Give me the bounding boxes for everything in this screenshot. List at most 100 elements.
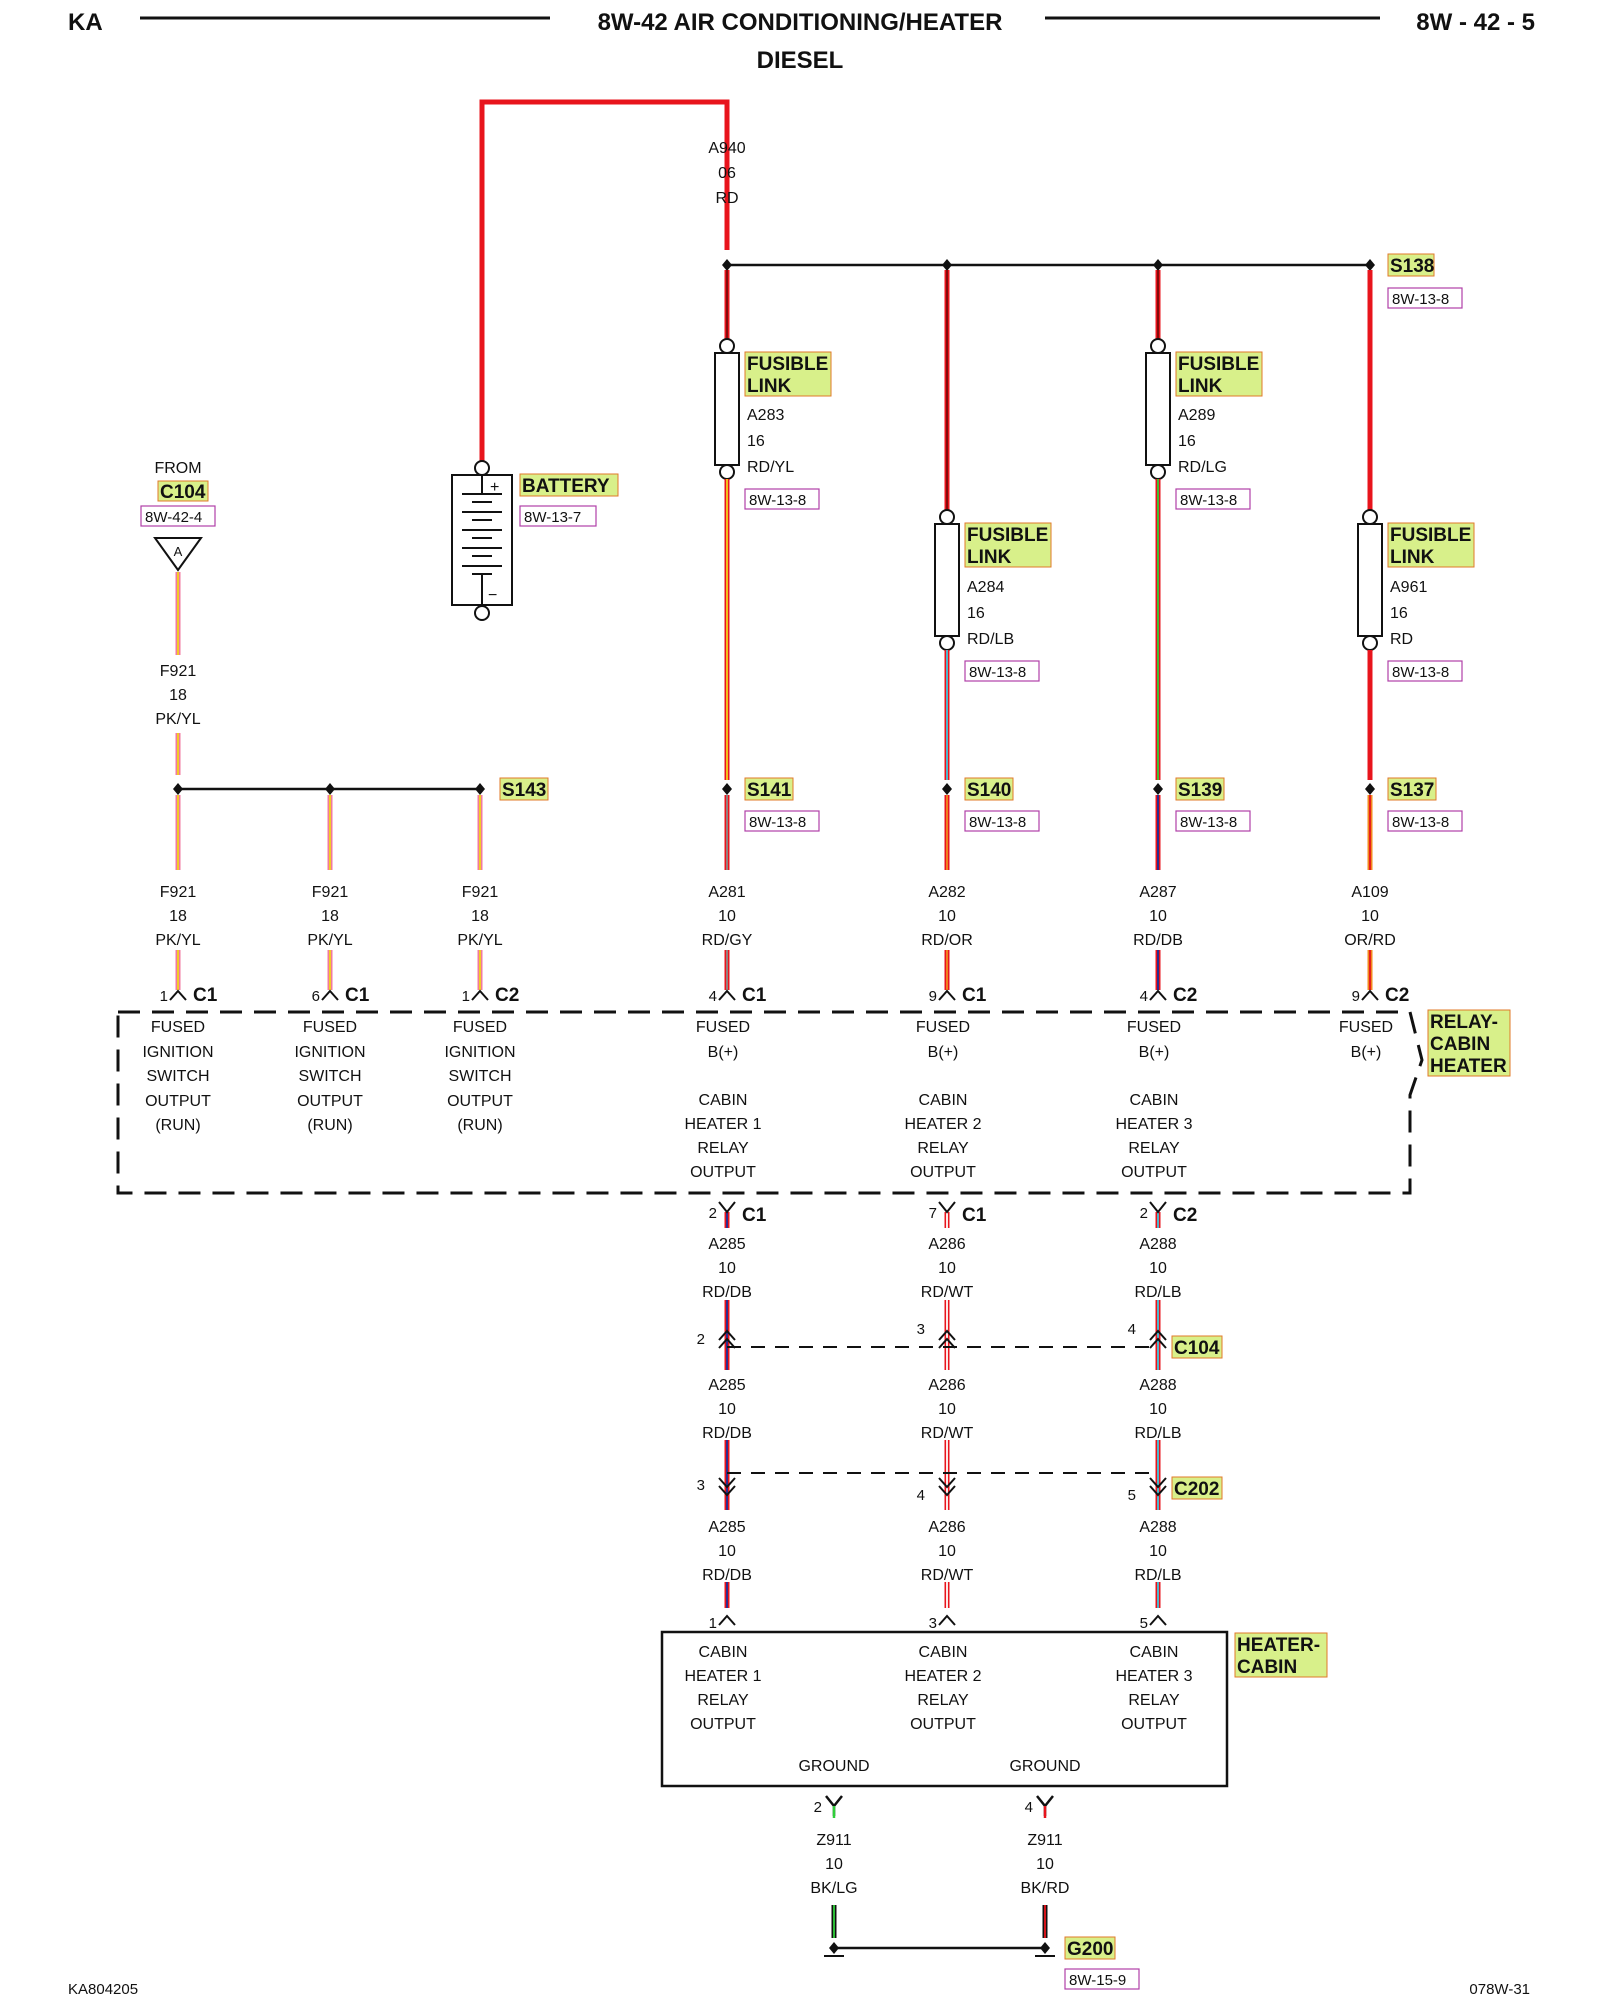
c104-pin-2: 4 <box>1128 1321 1136 1338</box>
relay-input-6-id: A109 <box>1351 884 1388 901</box>
from-label: FROM <box>154 460 201 477</box>
relay-input-5-gauge: 10 <box>1149 908 1167 925</box>
fusible-link-a284-ref: 8W-13-8 <box>969 664 1026 681</box>
relay-input-1-conn: C1 <box>345 985 370 1006</box>
battery-top-terminal <box>474 460 490 476</box>
heater-name-2: CABIN <box>1237 1657 1297 1678</box>
fusible-link-a284-label2: LINK <box>967 547 1012 568</box>
s143-dots <box>173 783 485 795</box>
input-5-f1: FUSED <box>1127 1019 1181 1036</box>
relay-out-2-pin: 2 <box>1140 1205 1148 1222</box>
relay-input-4-gauge: 10 <box>938 908 956 925</box>
fusible-link-a289-gauge: 16 <box>1178 433 1196 450</box>
heater-out-2-l4: OUTPUT <box>1121 1716 1187 1733</box>
splice-g200-ref: 8W-15-9 <box>1069 1972 1126 1989</box>
output-labels-1: A285 10 RD/DB A286 10 RD/WT A288 10 RD/L… <box>702 1236 1181 1301</box>
page-subtitle: DIESEL <box>757 47 844 74</box>
out-1-id-1: A286 <box>928 1236 965 1253</box>
heater-name-highlight <box>1234 1632 1328 1678</box>
input-0-f4: OUTPUT <box>145 1093 211 1110</box>
input-4-f1: FUSED <box>916 1019 970 1036</box>
connector-a-label: A <box>174 544 183 559</box>
relay-name-highlight <box>1427 1009 1511 1077</box>
fusible-link-a283-id: A283 <box>747 407 784 424</box>
heater-cabin-box <box>660 1630 1229 1788</box>
battery-plus-sign: + <box>490 479 499 496</box>
relay-input-4-pin: 9 <box>929 988 937 1005</box>
fusible-link-a961-label2: LINK <box>1390 547 1435 568</box>
out-2-color-1: RD/LB <box>1134 1284 1181 1301</box>
input-2-f4: OUTPUT <box>447 1093 513 1110</box>
wire-a940 <box>479 99 730 465</box>
output-labels-3: A285 10 RD/DB A286 10 RD/WT A288 10 RD/L… <box>702 1519 1181 1584</box>
splice-s139: S139 <box>1178 780 1222 801</box>
fusible-link-a284-gauge: 16 <box>967 605 985 622</box>
input-3-f2: B(+) <box>708 1044 739 1061</box>
relay-out-0-l3: RELAY <box>697 1140 749 1157</box>
battery-minus-sign: − <box>488 587 497 604</box>
relay-out-0-l2: HEATER 1 <box>684 1116 761 1133</box>
fusible-link-a284 <box>934 523 960 637</box>
relay-input-3: A281 10 RD/GY 4 C1 <box>702 884 767 1006</box>
ground-0-pin: 2 <box>814 1799 822 1816</box>
relay-input-0-conn: C1 <box>193 985 218 1006</box>
relay-name-2: CABIN <box>1430 1034 1490 1055</box>
battery-label: BATTERY <box>522 476 610 497</box>
fusible-link-a283-label2: LINK <box>747 376 792 397</box>
relay-input-functions: FUSED IGNITION SWITCH OUTPUT (RUN) FUSED… <box>142 1019 1393 1134</box>
relay-input-3-conn: C1 <box>742 985 767 1006</box>
fusible-link-a961-id: A961 <box>1390 579 1427 596</box>
fusible-link-a283-ref: 8W-13-8 <box>749 492 806 509</box>
s138-dots <box>722 259 1375 271</box>
input-5-f2: B(+) <box>1139 1044 1170 1061</box>
fusible-link-a961-label1: FUSIBLE <box>1390 525 1471 546</box>
from-c104-ref-box <box>140 505 216 527</box>
relay-input-0: F921 18 PK/YL 1 C1 <box>155 884 217 1006</box>
battery-ref-box <box>519 505 597 527</box>
input-2-f3: SWITCH <box>448 1068 511 1085</box>
relay-out-1-l3: RELAY <box>917 1140 969 1157</box>
fusible-link-a289-color: RD/LG <box>1178 459 1227 476</box>
connector-a-triangle <box>153 537 203 572</box>
ground-1-color: BK/RD <box>1021 1880 1070 1897</box>
battery-plates <box>462 475 502 605</box>
out-1-gauge-3: 10 <box>938 1543 956 1560</box>
relay-input-2-conn: C2 <box>495 985 519 1006</box>
relay-input-6-color: OR/RD <box>1344 932 1396 949</box>
splice-s140-ref: 8W-13-8 <box>969 814 1026 831</box>
battery-label-highlight <box>519 473 619 497</box>
out-0-id-1: A285 <box>708 1236 745 1253</box>
page-number: 8W - 42 - 5 <box>1416 9 1535 36</box>
fusible-link-a961-ref: 8W-13-8 <box>1392 664 1449 681</box>
ground-symbols <box>824 1942 1055 1957</box>
heater-out-0-l2: HEATER 1 <box>684 1668 761 1685</box>
heater-input-pins <box>718 1614 1167 1626</box>
c202-pins <box>718 1477 1167 1497</box>
heater-out-2-l3: RELAY <box>1128 1692 1180 1709</box>
wire-f921-feed-id: F921 <box>160 663 197 680</box>
relay-output-functions: CABIN HEATER 1 RELAY OUTPUT CABIN HEATER… <box>684 1092 1192 1181</box>
input-0-f2: IGNITION <box>142 1044 213 1061</box>
relay-input-5-pin: 4 <box>1140 988 1148 1005</box>
input-2-f1: FUSED <box>453 1019 507 1036</box>
relay-out-2-conn: C2 <box>1173 1205 1197 1226</box>
relay-out-1-conn: C1 <box>962 1205 987 1226</box>
ground-0-gauge: 10 <box>825 1856 843 1873</box>
fusible-link-a284-id: A284 <box>967 579 1004 596</box>
relay-input-5-conn: C2 <box>1173 985 1197 1006</box>
wire-a940-id: A940 <box>708 140 745 157</box>
heater-out-1-l3: RELAY <box>917 1692 969 1709</box>
input-0-f1: FUSED <box>151 1019 205 1036</box>
c202-pin-2: 5 <box>1128 1487 1136 1504</box>
relay-input-2-id: F921 <box>462 884 499 901</box>
heater-pin-0: 1 <box>709 1615 717 1632</box>
input-2-f2: IGNITION <box>444 1044 515 1061</box>
header-left: KA <box>68 9 103 36</box>
out-0-color-3: RD/DB <box>702 1567 752 1584</box>
out-0-color-1: RD/DB <box>702 1284 752 1301</box>
splice-s137: S137 <box>1390 780 1434 801</box>
fusible-link-a289-label1: FUSIBLE <box>1178 354 1259 375</box>
out-0-color-2: RD/DB <box>702 1425 752 1442</box>
